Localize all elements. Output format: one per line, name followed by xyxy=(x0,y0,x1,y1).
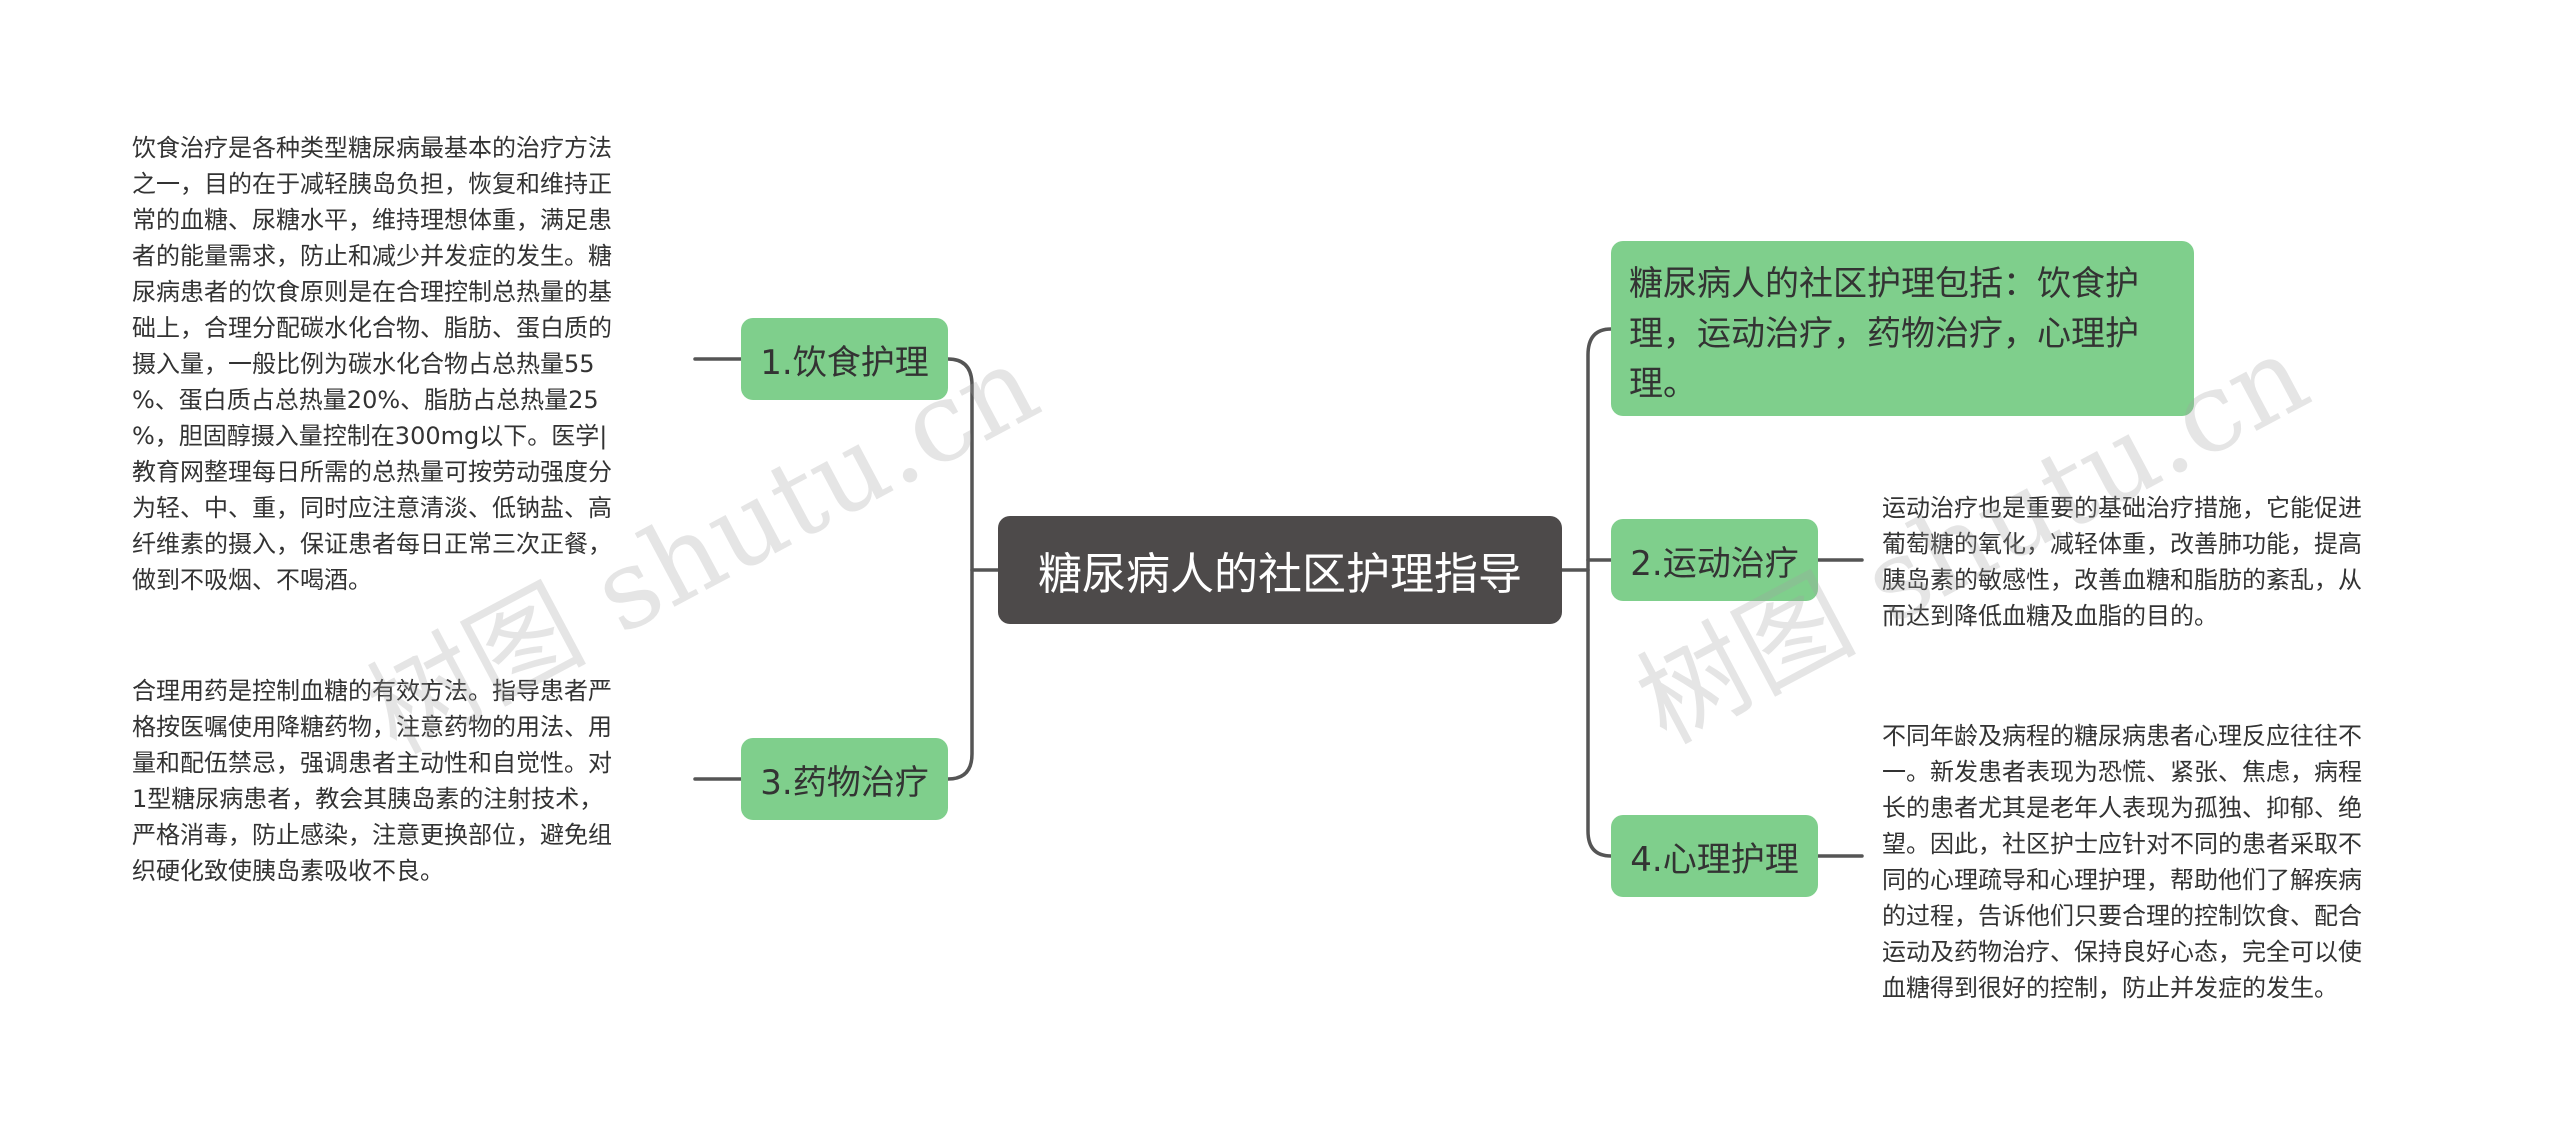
summary-topic[interactable]: 糖尿病人的社区护理包括：饮食护理，运动治疗，药物治疗，心理护理。 xyxy=(1611,241,2194,416)
connector-right-trunk xyxy=(1586,327,1613,858)
root-topic[interactable]: 糖尿病人的社区护理指导 xyxy=(998,516,1562,624)
detail-drug-therapy: 合理用药是控制血糖的有效方法。指导患者严 格按医嘱使用降糖药物，注意药物的用法、… xyxy=(132,677,612,885)
topic-psychological-care[interactable]: 4.心理护理 xyxy=(1611,815,1818,897)
connector-left-trunk xyxy=(946,357,974,781)
detail-exercise-therapy: 运动治疗也是重要的基础治疗措施，它能促进 葡萄糖的氧化，减轻体重，改善肺功能，提… xyxy=(1882,494,2362,630)
topic-drug-therapy[interactable]: 3.药物治疗 xyxy=(741,738,948,820)
topic-exercise-therapy[interactable]: 2.运动治疗 xyxy=(1611,519,1818,601)
detail-psychological-care: 不同年龄及病程的糖尿病患者心理反应往往不 一。新发患者表现为恐慌、紧张、焦虑，病… xyxy=(1882,722,2362,1002)
detail-diet-care: 饮食治疗是各种类型糖尿病最基本的治疗方法 之一，目的在于减轻胰岛负担，恢复和维持… xyxy=(132,134,612,594)
topic-diet-care[interactable]: 1.饮食护理 xyxy=(741,318,948,400)
